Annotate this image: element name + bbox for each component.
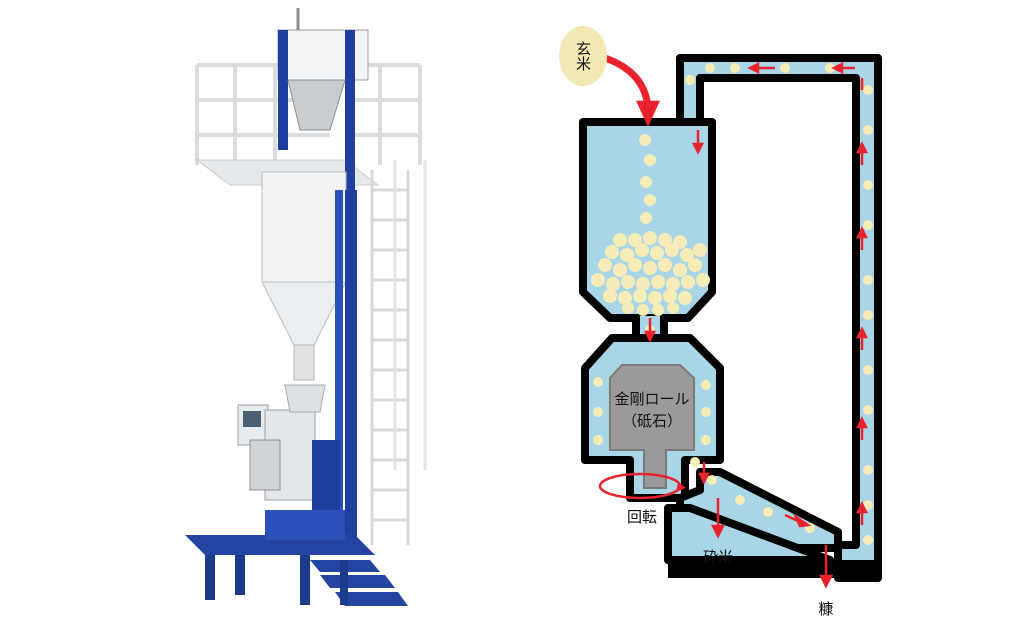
machine-illustration [185, 8, 427, 606]
roll-label: 金剛ロール [614, 390, 689, 408]
machine-base [185, 510, 408, 606]
milling-unit [249, 384, 340, 510]
rotation-ellipse-icon [598, 472, 686, 500]
red-arrow-icon [603, 54, 869, 589]
grinding-roll [609, 364, 695, 489]
top-hopper [277, 8, 369, 190]
roll-sublabel: （砥石） [622, 412, 682, 430]
bran-label: 糠 [818, 600, 833, 618]
input-label: 玄米 [574, 41, 592, 71]
top-railing [195, 63, 422, 165]
base-plate [668, 560, 878, 578]
control-panel [237, 404, 269, 446]
grain-pile [591, 134, 710, 316]
rotation-label: 回転 [627, 508, 657, 526]
elevator-column [335, 190, 357, 550]
input-badge: 玄米 [559, 26, 607, 86]
main-cylinder [261, 171, 347, 381]
broken-rice-label: 砕米 [703, 548, 733, 566]
ladder [370, 160, 427, 545]
flow-diagram [579, 54, 882, 589]
